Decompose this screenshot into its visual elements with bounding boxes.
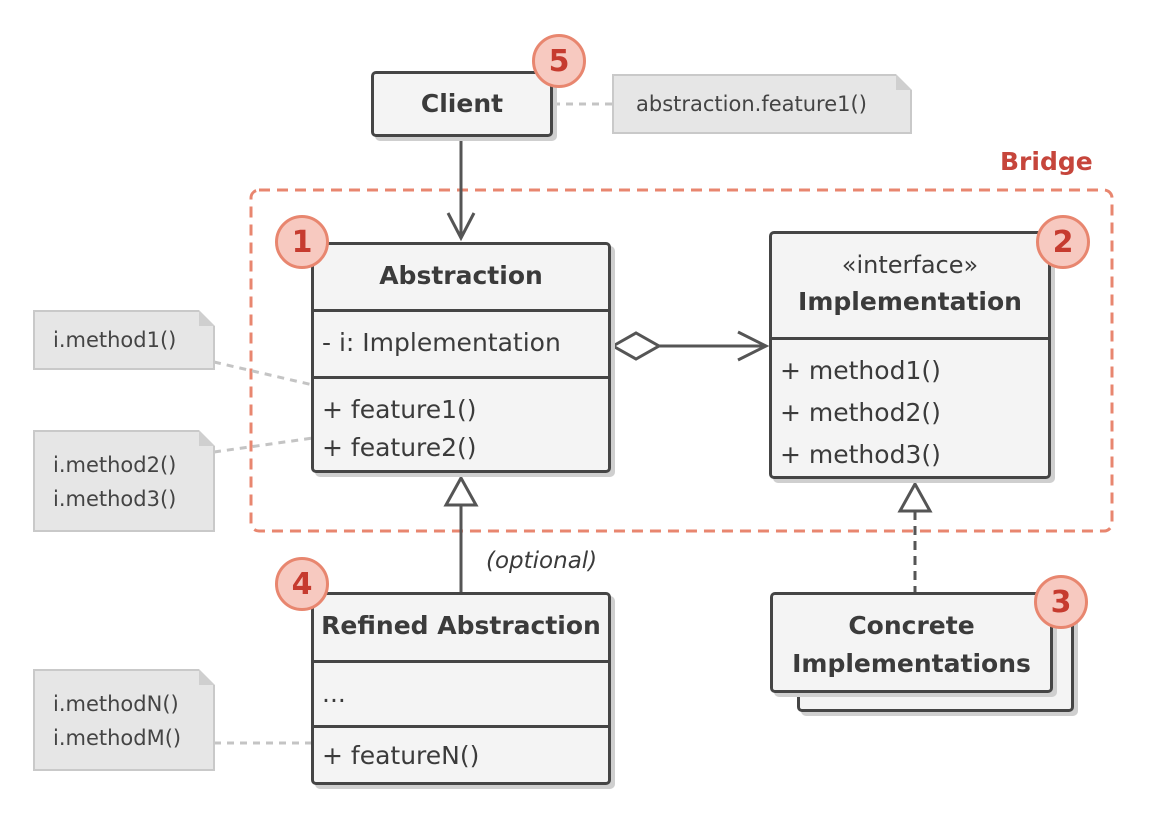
refined-header: Refined Abstraction xyxy=(314,595,608,660)
badge-3: 3 xyxy=(1034,575,1088,629)
concrete-implementations-class[interactable]: Concrete Implementations xyxy=(770,592,1053,693)
feature1-note-connector xyxy=(213,360,314,387)
client-class[interactable]: Client xyxy=(371,71,553,137)
client-note-text: abstraction.feature1() xyxy=(636,92,867,116)
abstraction-methods: + feature1() + feature2() xyxy=(314,376,608,467)
implementation-methods: + method1() + method2() + method3() xyxy=(772,337,1048,476)
abstraction-method: + feature1() xyxy=(322,395,477,424)
feature2-note-line: i.method2() xyxy=(53,453,177,477)
badge-1: 1 xyxy=(275,215,329,269)
feature2-note-line: i.method3() xyxy=(53,487,177,511)
abstraction-class[interactable]: Abstraction - i: Implementation + featur… xyxy=(311,242,611,473)
badge-5: 5 xyxy=(532,34,586,88)
bridge-boundary xyxy=(249,188,1114,533)
note-fold-icon xyxy=(199,669,215,685)
implementation-title: Implementation xyxy=(798,287,1022,316)
abstraction-field: - i: Implementation xyxy=(322,328,561,357)
realization-arrow xyxy=(897,480,933,592)
implementation-interface[interactable]: «interface» Implementation + method1() +… xyxy=(769,231,1051,479)
featureN-note: i.methodN() i.methodM() xyxy=(33,669,215,771)
refined-fields: ... xyxy=(314,660,608,725)
abstraction-fields: - i: Implementation xyxy=(314,309,608,376)
abstraction-title: Abstraction xyxy=(379,261,543,290)
refined-abstraction-class[interactable]: Refined Abstraction ... + featureN() xyxy=(311,592,611,785)
feature2-note: i.method2() i.method3() xyxy=(33,430,215,532)
implementation-method: + method3() xyxy=(780,440,941,469)
concrete-title-line2: Implementations xyxy=(792,649,1031,678)
abstraction-method: + feature2() xyxy=(322,433,477,462)
client-to-abstraction-arrow xyxy=(446,137,476,242)
implementation-stereotype: «interface» xyxy=(841,251,979,279)
client-title: Client xyxy=(420,89,504,118)
badge-2: 2 xyxy=(1036,215,1090,269)
refined-title: Refined Abstraction xyxy=(321,611,601,640)
feature2-note-connector xyxy=(213,436,314,454)
bridge-label: Bridge xyxy=(1000,147,1093,176)
refined-field: ... xyxy=(322,679,346,708)
refined-method: + featureN() xyxy=(322,741,480,770)
featureN-note-line: i.methodN() xyxy=(53,692,179,716)
implementation-header: «interface» Implementation xyxy=(772,234,1048,337)
inheritance-arrow xyxy=(443,474,479,592)
note-fold-icon xyxy=(896,74,912,90)
note-fold-icon xyxy=(199,430,215,446)
aggregation-arrow xyxy=(609,330,770,362)
note-fold-icon xyxy=(199,310,215,326)
feature1-note: i.method1() xyxy=(33,310,215,370)
featureN-note-line: i.methodM() xyxy=(53,726,182,750)
implementation-method: + method2() xyxy=(780,398,941,427)
badge-4: 4 xyxy=(275,557,329,611)
abstraction-header: Abstraction xyxy=(314,245,608,309)
refined-methods: + featureN() xyxy=(314,725,608,782)
concrete-title-line1: Concrete xyxy=(848,611,975,640)
optional-label: (optional) xyxy=(486,548,598,574)
feature1-note-text: i.method1() xyxy=(53,328,177,352)
client-note: abstraction.feature1() xyxy=(612,74,912,134)
implementation-method: + method1() xyxy=(780,356,941,385)
